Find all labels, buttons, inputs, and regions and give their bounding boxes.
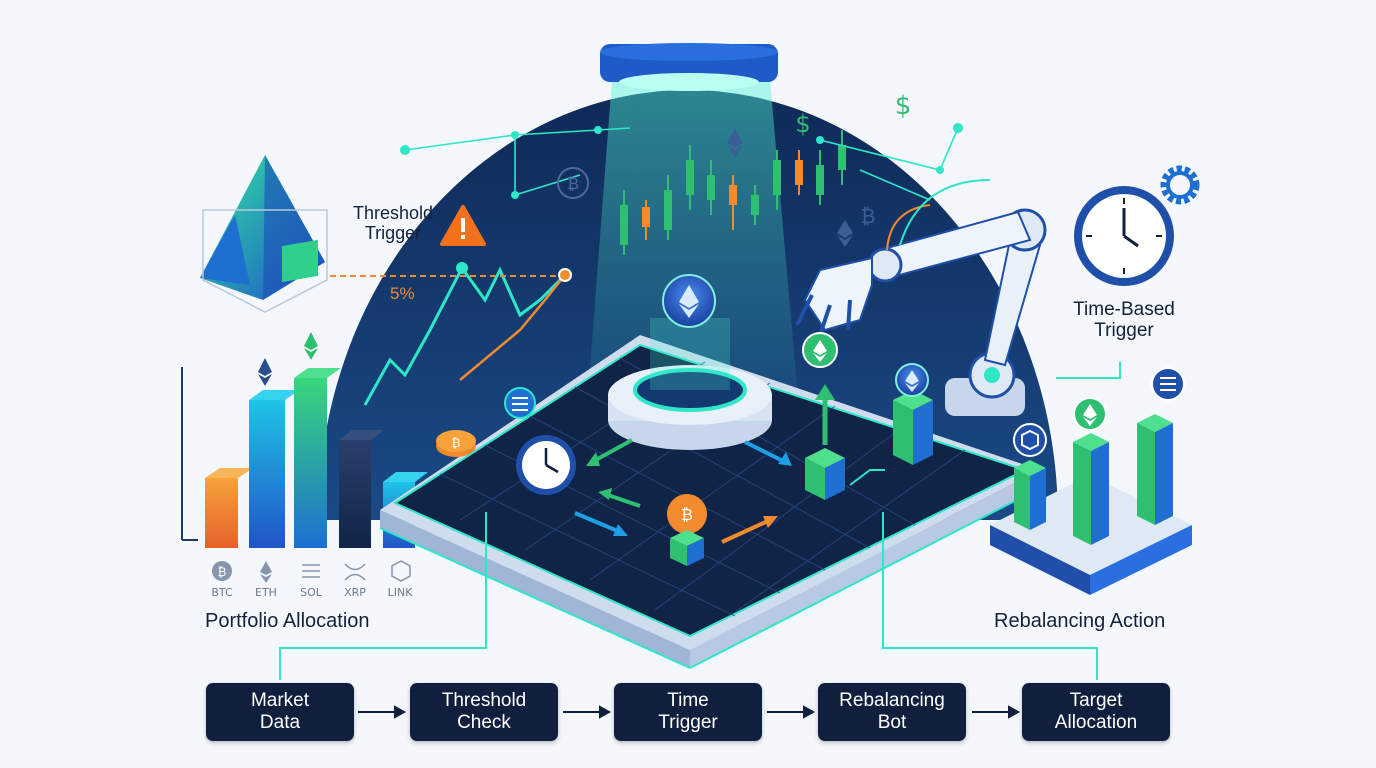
bar-btc xyxy=(205,468,253,548)
svg-text:₿: ₿ xyxy=(567,174,579,193)
bitcoin-icon: ₿ xyxy=(861,204,876,228)
rebalance-arrows xyxy=(574,438,792,544)
isometric-platform xyxy=(379,335,1041,669)
time-based-line2: Trigger xyxy=(1094,319,1154,341)
warning-triangle-icon xyxy=(440,205,486,246)
threshold-trigger-line2: Trigger xyxy=(364,222,422,243)
bitcoin-icon: ₿ xyxy=(436,430,476,457)
coin-label-eth: ETH xyxy=(255,586,277,599)
step-line1: Target xyxy=(1069,690,1123,711)
robot-arm-icon xyxy=(795,179,1047,416)
svg-text:$: $ xyxy=(795,110,810,138)
step-line1: Rebalancing xyxy=(839,690,945,711)
bar-xrp xyxy=(339,430,384,548)
solana-icon xyxy=(302,564,320,578)
threshold-line-chart xyxy=(330,262,572,406)
solana-icon xyxy=(504,387,536,419)
small-cube xyxy=(670,530,704,566)
svg-text:$: $ xyxy=(895,91,912,121)
coin-glyphs: ₿ xyxy=(212,560,411,583)
ethereum-icon xyxy=(1073,397,1107,431)
svg-text:₿: ₿ xyxy=(218,565,227,579)
time-based-line1: Time-Based xyxy=(1073,299,1175,320)
ethereum-icon xyxy=(837,220,853,247)
pyramid-logo xyxy=(200,155,328,313)
coin-label-xrp: XRP xyxy=(344,586,366,599)
time-based-trigger-label: Time-Based Trigger xyxy=(1060,299,1188,342)
threshold-percent: 5% xyxy=(390,284,415,303)
step-line1: Market xyxy=(250,690,310,711)
ethereum-icon xyxy=(802,332,838,368)
ethereum-icon xyxy=(662,274,716,328)
dollar-icon: $ xyxy=(895,91,912,121)
clock-icon xyxy=(1074,186,1174,286)
portfolio-bars xyxy=(181,332,428,548)
threshold-trigger-label: Threshold Trigger xyxy=(348,203,438,244)
bitcoin-icon: ₿ xyxy=(212,561,232,581)
bar-sol xyxy=(294,368,341,548)
ethereum-icon xyxy=(727,128,743,158)
dollar-icon: $ xyxy=(795,110,810,138)
candlestick-chart xyxy=(620,130,846,255)
svg-text:₿: ₿ xyxy=(861,204,876,228)
bitcoin-icon: ₿ xyxy=(667,494,707,534)
gear-icon xyxy=(1160,165,1200,205)
tall-bar xyxy=(893,363,933,465)
xrp-icon xyxy=(344,563,366,581)
bar-eth xyxy=(249,390,299,548)
step-line2: Trigger xyxy=(658,712,718,733)
step-line1: Threshold xyxy=(441,690,527,711)
central-pedestal xyxy=(608,274,772,450)
solana-icon xyxy=(1151,367,1185,401)
rebalancing-action-label: Rebalancing Action xyxy=(994,610,1166,632)
rebalance-bars xyxy=(990,367,1192,595)
network-nodes xyxy=(400,123,963,199)
spotlight xyxy=(586,43,800,420)
chainlink-icon xyxy=(391,560,411,582)
clock-icon xyxy=(516,435,576,495)
step-line1: Time xyxy=(667,690,709,711)
flow-arrows xyxy=(358,705,1021,719)
coin-label-link: LINK xyxy=(387,586,413,599)
ethereum-icon xyxy=(258,358,272,386)
coin-label-btc: BTC xyxy=(211,586,233,599)
ethereum-icon xyxy=(260,561,272,583)
step-line2: Bot xyxy=(877,712,907,733)
step-line2: Check xyxy=(457,712,511,733)
growth-bar xyxy=(805,384,885,500)
ethereum-icon xyxy=(304,332,318,360)
portfolio-allocation-label: Portfolio Allocation xyxy=(205,610,370,632)
chainlink-icon xyxy=(1013,423,1047,457)
svg-text:₿: ₿ xyxy=(452,436,461,450)
svg-text:₿: ₿ xyxy=(681,505,693,524)
coin-label-sol: SOL xyxy=(300,586,322,599)
threshold-trigger-line1: Threshold xyxy=(352,203,434,223)
step-line2: Data xyxy=(259,712,301,733)
ethereum-icon xyxy=(895,363,929,397)
connector-lines xyxy=(279,362,1121,680)
bitcoin-icon: ₿ xyxy=(557,167,589,199)
step-line2: Allocation xyxy=(1054,712,1138,733)
